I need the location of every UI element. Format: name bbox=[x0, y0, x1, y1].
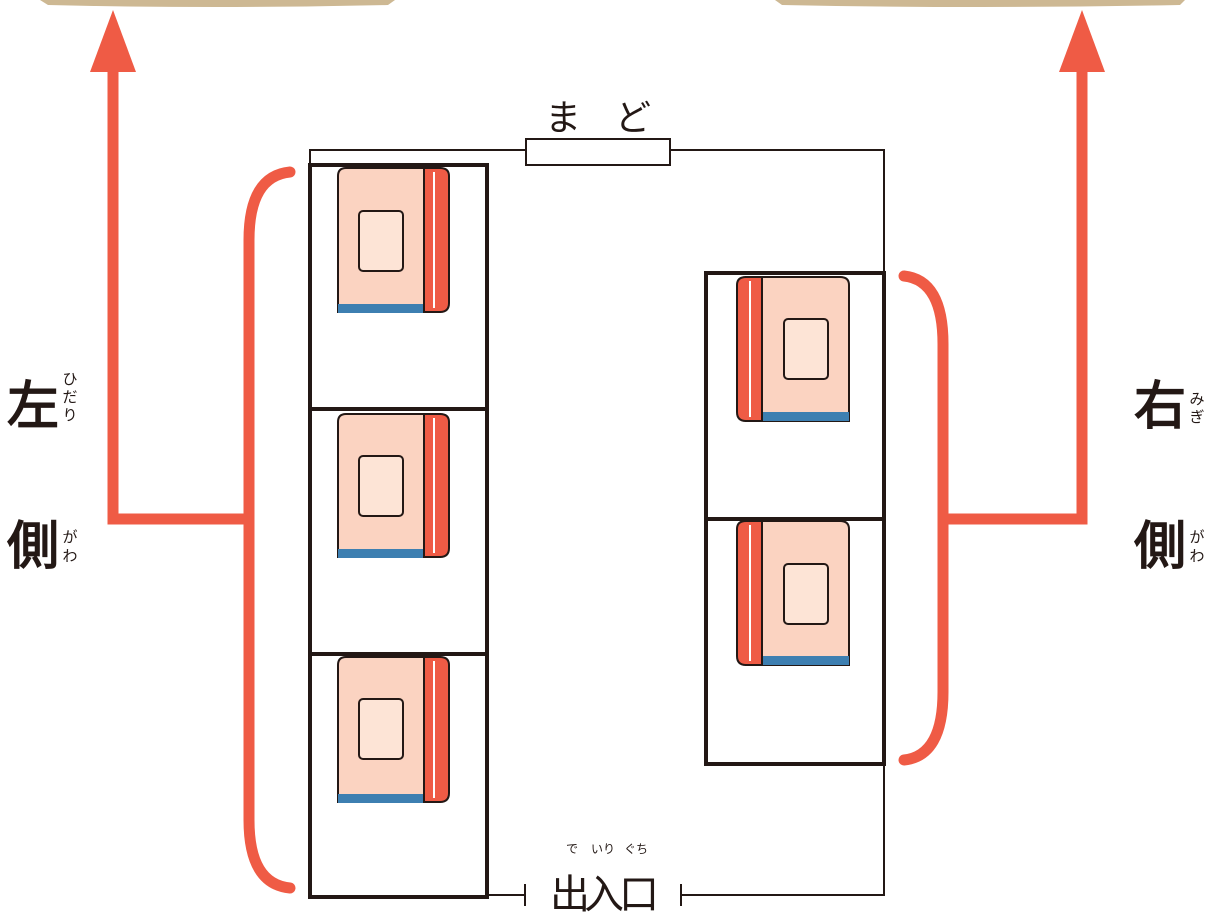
right-side-label: 右 み ぎ 側 が わ bbox=[1133, 377, 1205, 577]
entrance-ruby-iri: いり bbox=[591, 842, 615, 856]
room-outline bbox=[309, 149, 885, 906]
right-ruby-wa: わ bbox=[1189, 547, 1204, 565]
window: ま ど bbox=[525, 98, 671, 166]
window-label-char-2: ど bbox=[615, 98, 651, 139]
entrance-char-kuchi: 口 bbox=[619, 872, 659, 918]
right-ruby-gi: ぎ bbox=[1189, 408, 1204, 426]
right-arrow-head bbox=[1059, 10, 1105, 72]
right-char: 右 bbox=[1134, 377, 1186, 437]
left-ruby-ri: り bbox=[62, 406, 77, 424]
top-banner-right bbox=[775, 0, 1185, 7]
left-char: 左 bbox=[7, 377, 59, 437]
top-banner-left bbox=[40, 0, 395, 7]
right-bracket bbox=[898, 270, 949, 766]
book-right-2 bbox=[736, 520, 850, 666]
entrance-ruby-de: で bbox=[566, 842, 578, 856]
left-ruby-hi: ひ bbox=[62, 370, 77, 388]
entrance-char-iri: 入 bbox=[584, 872, 624, 918]
left-side-char: 側 bbox=[6, 517, 59, 577]
book-right-1 bbox=[736, 276, 850, 422]
right-arrow bbox=[943, 10, 1105, 525]
right-ruby-ga: が bbox=[1189, 528, 1204, 546]
left-arrow bbox=[90, 10, 249, 525]
left-ruby-wa: わ bbox=[62, 547, 77, 565]
entrance-ruby-guchi: ぐち bbox=[624, 842, 648, 856]
book-left-1 bbox=[337, 167, 450, 313]
left-arrow-head bbox=[90, 10, 136, 72]
left-ruby-ga: が bbox=[62, 528, 77, 546]
book-left-3 bbox=[337, 656, 450, 803]
window-label-char-1: ま bbox=[545, 98, 581, 139]
left-side-label: 左 ひ だ り 側 が わ bbox=[6, 370, 78, 577]
left-ruby-da: だ bbox=[62, 388, 77, 406]
left-bracket bbox=[243, 166, 296, 894]
book-left-2 bbox=[337, 413, 450, 558]
entrance-char-de: 出 bbox=[550, 872, 590, 918]
right-side-char: 側 bbox=[1133, 517, 1186, 577]
entrance-label: で いり ぐち 出 入 口 bbox=[550, 842, 659, 918]
right-ruby-mi: み bbox=[1189, 390, 1204, 408]
